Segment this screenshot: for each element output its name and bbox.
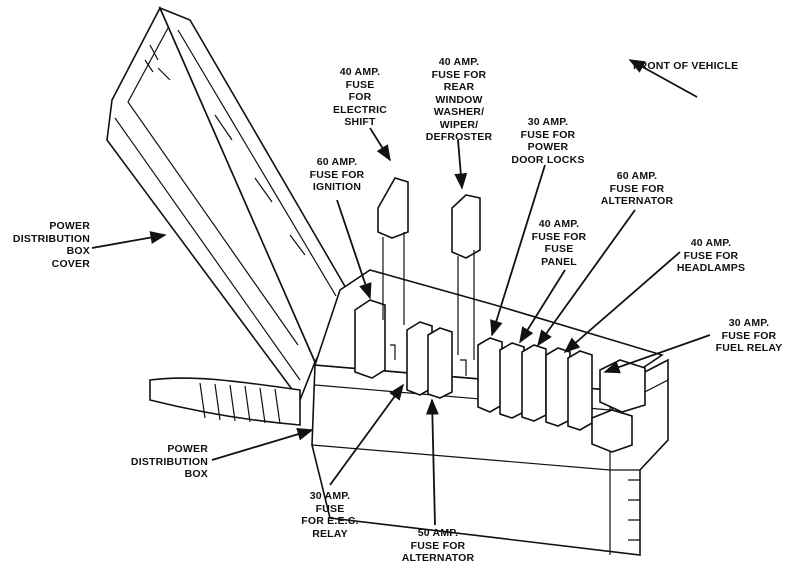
loose-fuses-drawing — [377, 177, 481, 360]
installed-fuses-drawing — [354, 299, 646, 453]
label-box-cover: POWER DISTRIBUTION BOX COVER — [12, 220, 90, 270]
label-power-distribution-box: POWER DISTRIBUTION BOX — [130, 443, 208, 480]
label-fuse-headlamps: 40 AMP. FUSE FOR HEADLAMPS — [676, 237, 746, 274]
label-fuse-power-door-locks: 30 AMP. FUSE FOR POWER DOOR LOCKS — [511, 116, 585, 166]
label-fuse-fuse-panel: 40 AMP. FUSE FOR FUSE PANEL — [531, 218, 587, 268]
front-of-vehicle-arrow — [628, 59, 698, 98]
label-fuse-eec-relay: 30 AMP. FUSE FOR E.E.C. RELAY — [301, 490, 359, 540]
label-fuse-fuel-relay: 30 AMP. FUSE FOR FUEL RELAY — [715, 317, 783, 354]
label-front-of-vehicle: FRONT OF VEHICLE — [633, 60, 739, 72]
label-fuse-electric-shift: 40 AMP. FUSE FOR ELECTRIC SHIFT — [332, 66, 388, 128]
label-fuse-alternator-60: 60 AMP. FUSE FOR ALTERNATOR — [600, 170, 674, 207]
label-fuse-alternator-50: 50 AMP. FUSE FOR ALTERNATOR — [401, 527, 475, 564]
label-fuse-rear-window: 40 AMP. FUSE FOR REAR WINDOW WASHER/ WIP… — [425, 56, 493, 143]
box-cover-drawing — [106, 6, 351, 402]
leader-lines — [91, 59, 711, 526]
wire-harness-drawing — [149, 377, 301, 426]
label-fuse-ignition: 60 AMP. FUSE FOR IGNITION — [309, 156, 365, 193]
